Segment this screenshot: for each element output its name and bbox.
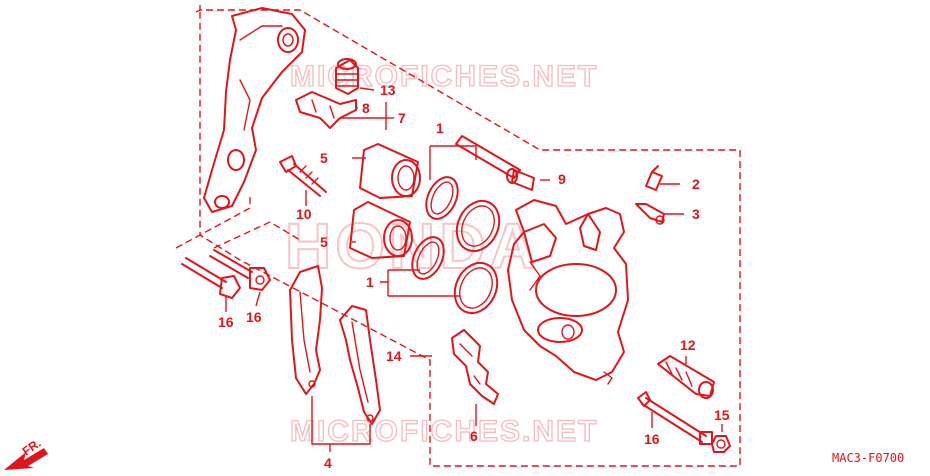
callout-9: 9 xyxy=(558,171,566,187)
bolt-10 xyxy=(279,155,327,197)
callout-5-upper: 5 xyxy=(320,150,328,166)
diagram-code: MAC3-F0700 xyxy=(832,451,904,465)
callout-14: 15 xyxy=(714,407,730,423)
bleeder-screw-2 xyxy=(645,165,663,191)
callout-15: 16 xyxy=(644,431,660,447)
callout-16-right: 16 xyxy=(246,309,262,325)
callout-labels: 13 8 7 1 5 9 2 3 10 5 1 16 16 12 14 15 1… xyxy=(218,82,730,471)
callout-6: 6 xyxy=(470,428,478,444)
guide-bolt-16-bracket xyxy=(175,196,251,249)
callout-4: 4 xyxy=(324,455,332,471)
callout-1-lower: 1 xyxy=(366,274,374,290)
piston-upper-5 xyxy=(359,143,421,199)
callout-2: 2 xyxy=(692,176,700,192)
watermark-bottom: MICROFICHES.NET xyxy=(290,415,598,448)
callout-1-upper: 1 xyxy=(436,120,444,136)
brake-pad-left-4 xyxy=(289,265,323,395)
front-direction-arrow: FR. xyxy=(4,436,48,470)
leader-lines xyxy=(225,87,723,452)
callout-13: 14 xyxy=(386,348,402,364)
rubber-boot-12 xyxy=(335,58,359,95)
pad-retainer-8 xyxy=(295,91,357,129)
pin-bolt-9 xyxy=(455,135,535,191)
bolt-16-right xyxy=(209,249,271,291)
guide-bolt-16-body xyxy=(213,221,301,249)
bolt-16-left xyxy=(181,257,241,299)
bolt-15 xyxy=(637,391,713,445)
bleeder-cap-3 xyxy=(635,203,665,225)
nut-14 xyxy=(711,435,731,453)
slide-pin-11 xyxy=(657,355,715,399)
caliper-bracket xyxy=(203,7,306,213)
callout-16-left: 16 xyxy=(218,314,234,330)
callout-11: 12 xyxy=(680,337,696,353)
piston-lower-5 xyxy=(349,201,413,259)
callout-7: 7 xyxy=(398,110,406,126)
callout-8: 8 xyxy=(362,100,370,116)
callout-10: 10 xyxy=(296,206,312,222)
seal-set-upper-1 xyxy=(425,176,501,253)
caliper-body xyxy=(507,199,629,385)
pad-spring-6 xyxy=(451,329,499,405)
callout-3: 3 xyxy=(692,206,700,222)
callout-5-lower: 5 xyxy=(320,234,328,250)
brake-pad-right-4 xyxy=(339,305,381,425)
seal-set-lower-1 xyxy=(411,236,499,315)
callout-12: 13 xyxy=(380,82,396,98)
assembly-boundary xyxy=(195,5,741,467)
